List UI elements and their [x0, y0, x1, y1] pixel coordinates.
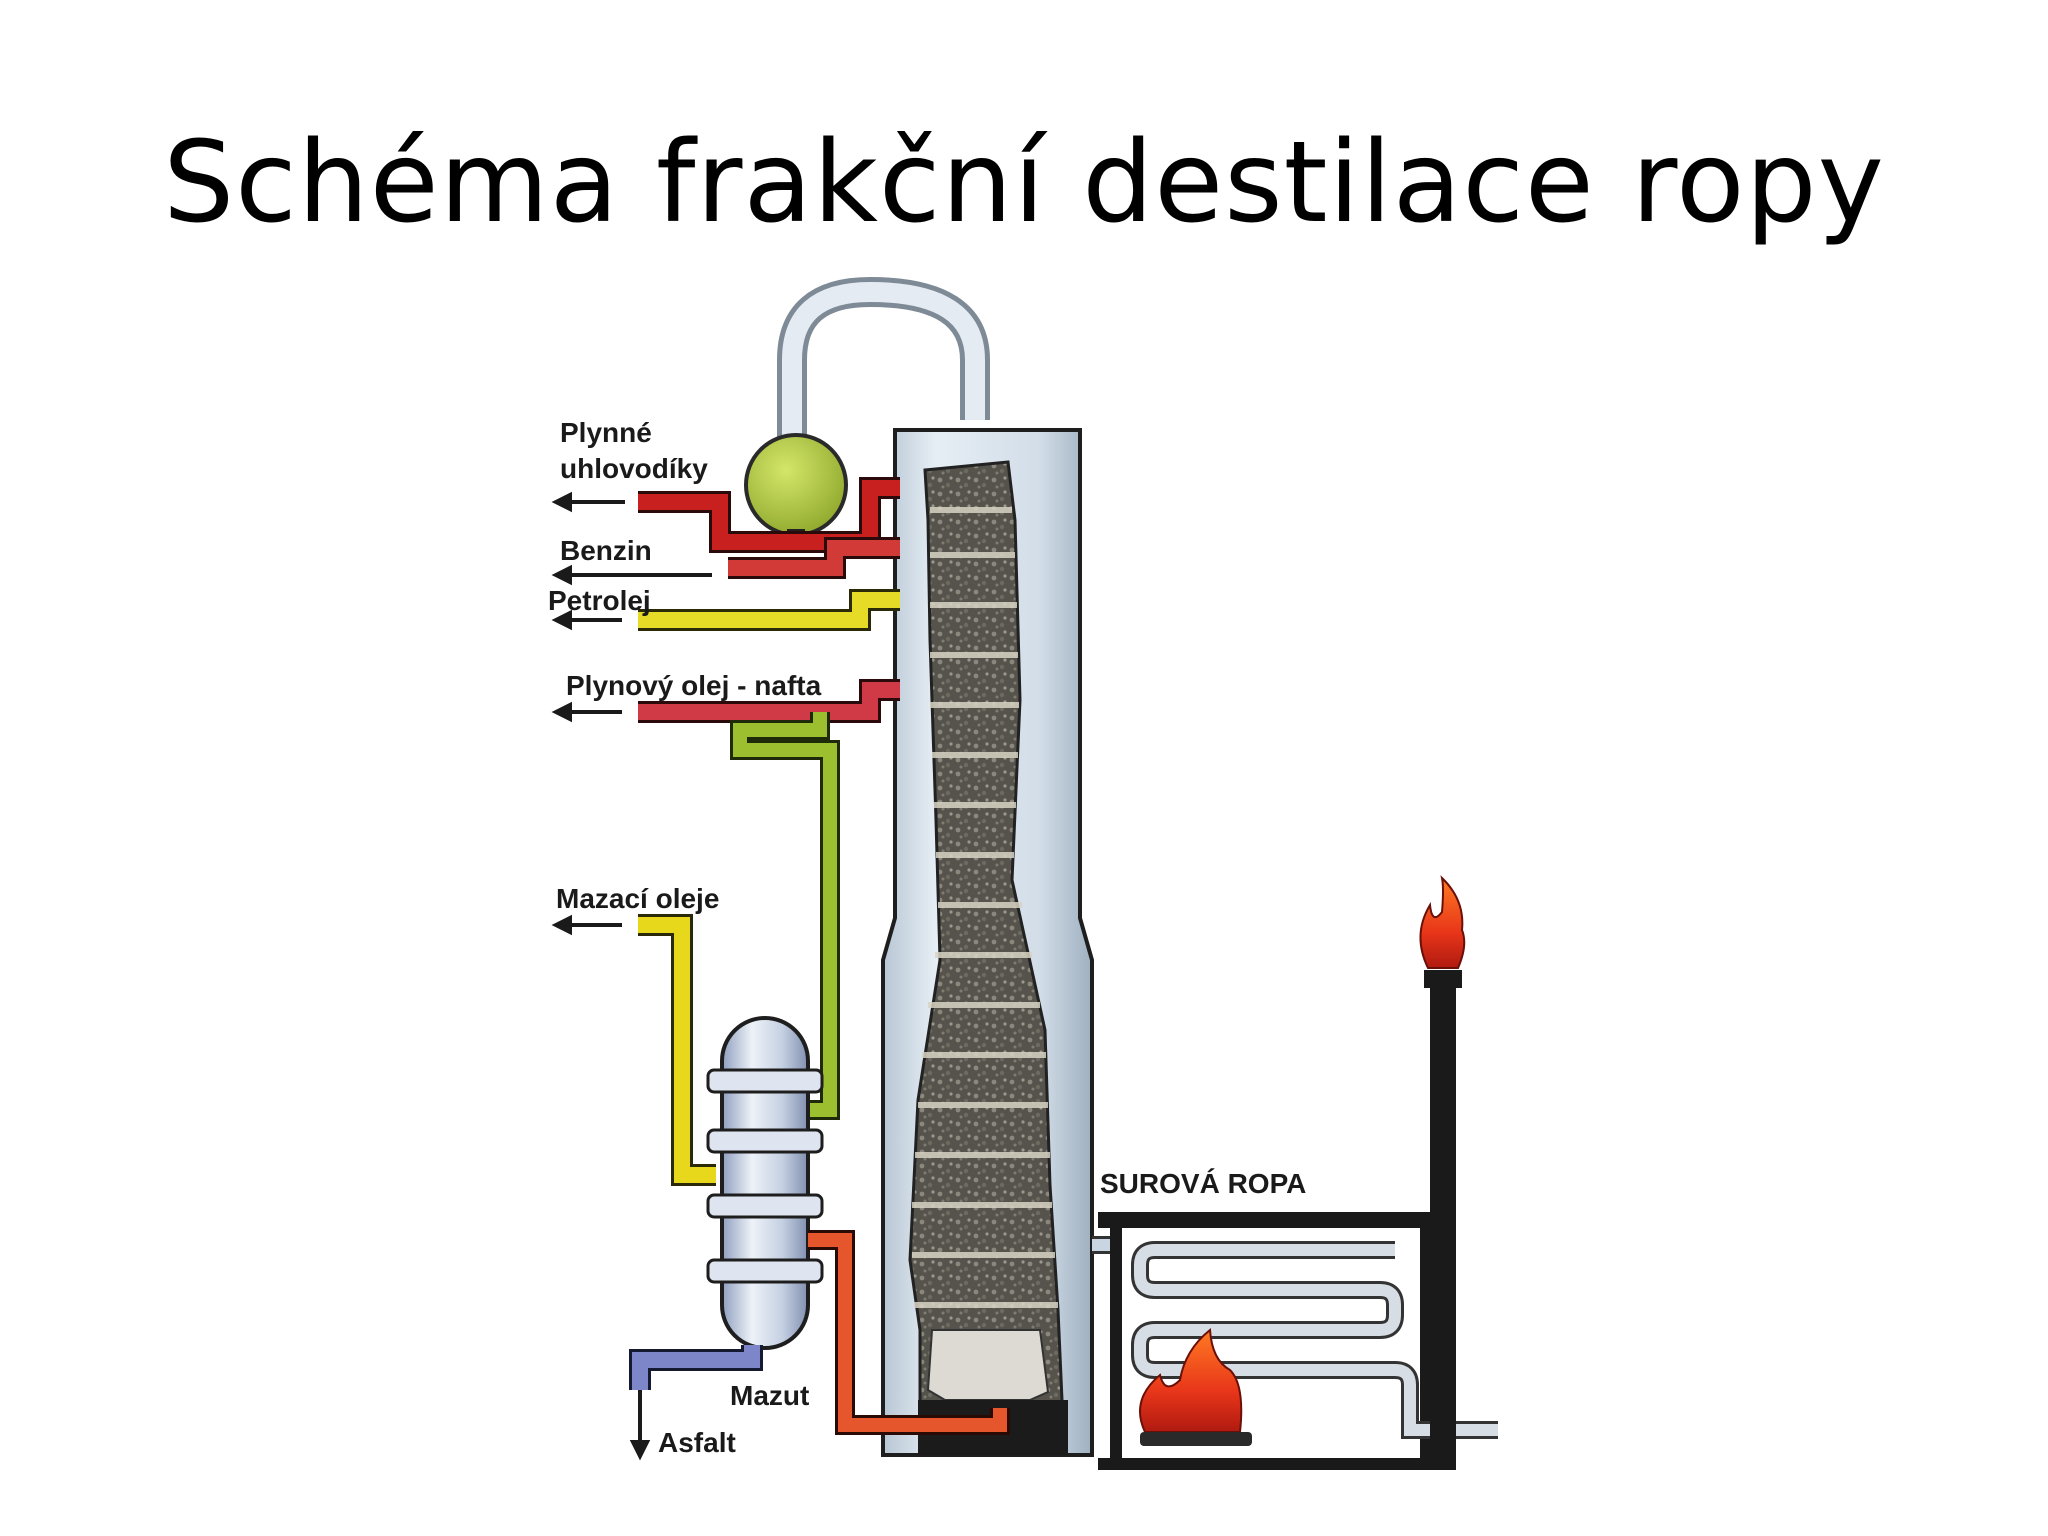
- label-surova-ropa: SUROVÁ ROPA: [1100, 1168, 1306, 1199]
- label-plynovy-olej: Plynový olej - nafta: [566, 670, 822, 701]
- label-mazut: Mazut: [730, 1380, 809, 1411]
- chimney-flame: [1419, 875, 1466, 969]
- vacuum-vessel: [706, 1016, 824, 1350]
- label-benzin: Benzin: [560, 535, 652, 566]
- label-asfalt: Asfalt: [658, 1427, 736, 1458]
- output-arrows: [551, 491, 712, 1461]
- label-uhlovodiky: uhlovodíky: [560, 453, 708, 484]
- gas-separator-ball: [744, 433, 848, 537]
- burner-flame: [1139, 1328, 1243, 1433]
- distillation-column: [881, 428, 1094, 1457]
- label-mazaci-oleje: Mazací oleje: [556, 883, 719, 914]
- furnace: [1098, 1212, 1498, 1470]
- page-title: Schéma frakční destilace ropy: [163, 118, 1885, 248]
- chimney: [1419, 875, 1466, 1470]
- label-plynne: Plynné: [560, 417, 652, 448]
- label-petrolej: Petrolej: [548, 585, 651, 616]
